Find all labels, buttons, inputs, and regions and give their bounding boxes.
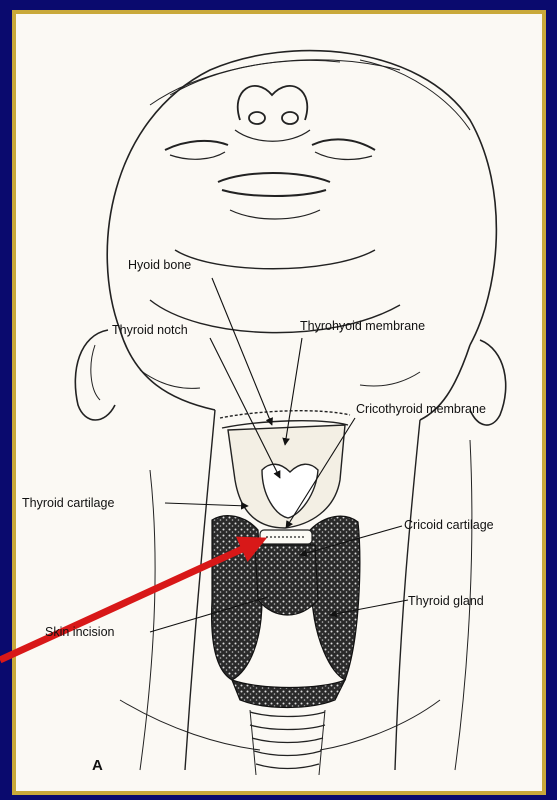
label-cricothyroid-membrane: Cricothyroid membrane	[356, 402, 486, 416]
label-thyroid-notch: Thyroid notch	[112, 323, 188, 337]
thyroid-cartilage-shape	[228, 425, 345, 528]
label-thyroid-gland: Thyroid gland	[408, 594, 484, 608]
eyes	[165, 139, 375, 159]
label-thyrohyoid-membrane: Thyrohyoid membrane	[300, 319, 425, 333]
trachea-rings	[250, 710, 325, 775]
panel-letter: A	[92, 757, 103, 774]
nose	[235, 86, 310, 141]
label-skin-incision: Skin incision	[45, 625, 114, 639]
label-cricoid-cartilage: Cricoid cartilage	[404, 518, 494, 532]
cricoid-ring-shape	[260, 530, 312, 544]
label-hyoid-bone: Hyoid bone	[128, 258, 191, 272]
left-ear	[75, 330, 115, 420]
label-thyroid-cartilage: Thyroid cartilage	[22, 496, 114, 510]
head-outline	[107, 51, 496, 420]
mouth	[218, 173, 330, 219]
